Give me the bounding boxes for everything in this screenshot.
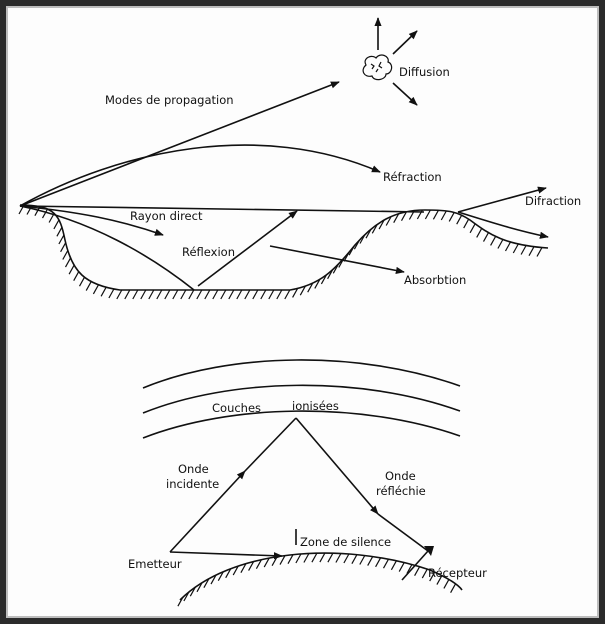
label-onde-reflechie-2: réfléchie [376,484,426,498]
label-ionisees: ionisées [292,399,339,413]
label-zone-silence: Zone de silence [300,535,391,549]
label-emetteur: Emetteur [128,557,182,571]
label-diffusion: Diffusion [399,65,450,79]
label-refraction: Réfraction [383,170,442,184]
ray-direct-arrow [19,205,164,236]
label-recepteur: Récepteur [428,566,487,580]
label-modes-propagation: Modes de propagation [105,93,234,107]
ray-reflexion [19,205,298,291]
ray-refraction [19,144,381,207]
label-onde-incidente-1: Onde [178,462,209,476]
label-onde-reflechie-1: Onde [385,469,416,483]
label-absorption: Absorbtion [404,273,466,287]
ray-diffraction [457,186,549,239]
ray-modes-propagation [19,81,340,207]
diffusion-scatterer [362,17,418,106]
ray-direct [19,205,425,213]
terrain-top [18,204,549,300]
label-couches: Couches [212,401,261,415]
ray-ground [169,551,283,560]
ray-reflected [295,417,429,552]
label-diffraction: Difraction [525,194,581,208]
ray-absorption [269,245,405,274]
earth-surface [177,552,463,607]
label-onde-incidente-2: incidente [166,477,219,491]
receiver-antenna [401,546,434,581]
ray-incident [169,417,297,553]
label-rayon-direct: Rayon direct [130,209,203,223]
ionosphere-layers [142,359,461,439]
label-reflexion: Réflexion [182,245,235,259]
